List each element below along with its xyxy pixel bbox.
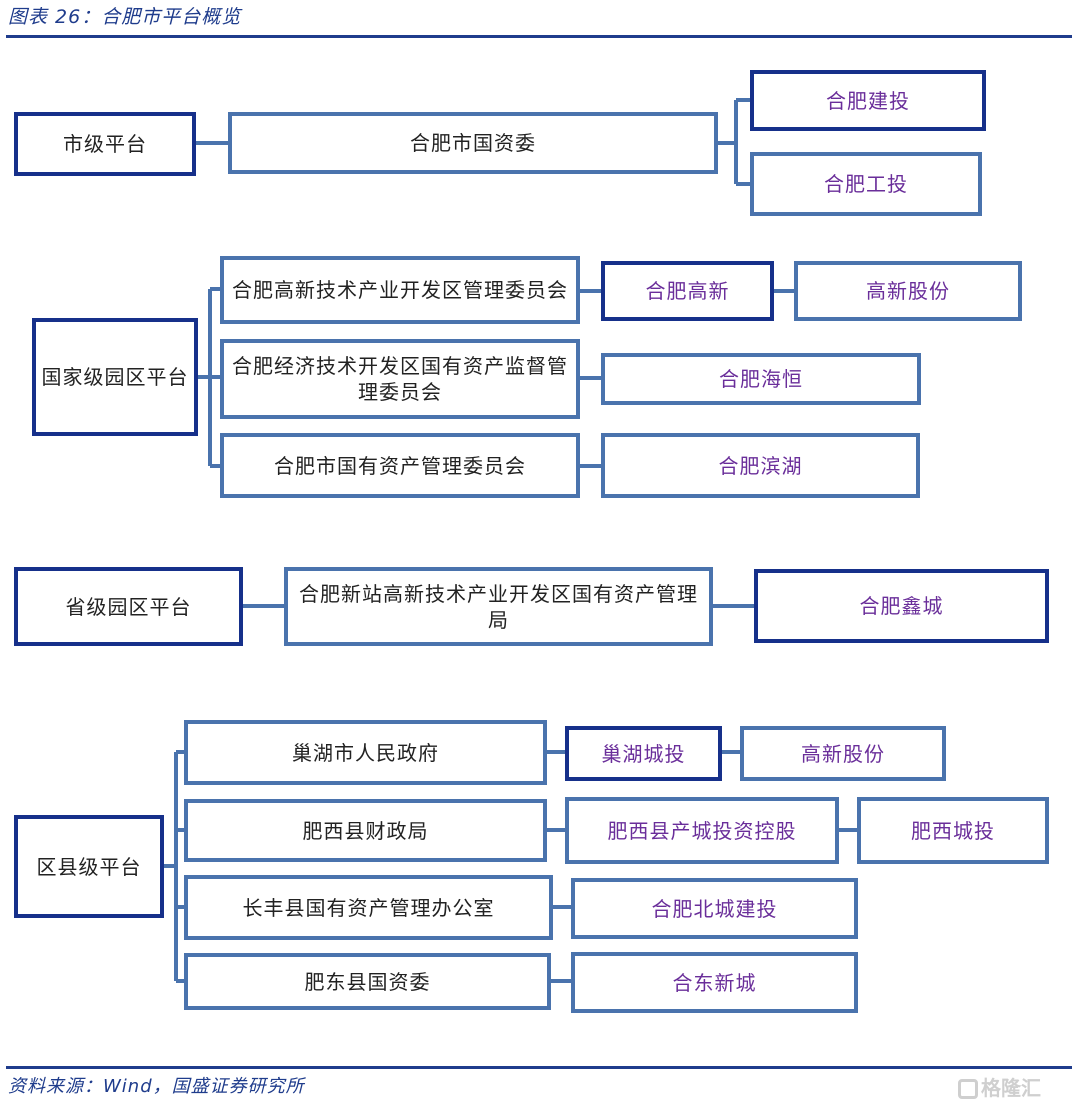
- platform-gaoxin-gufen: 高新股份: [794, 261, 1022, 321]
- platform-gaoxin-gufen-county: 高新股份: [740, 726, 946, 781]
- source-footer: 资料来源：Wind，国盛证券研究所: [8, 1076, 305, 1097]
- agency-hefei-sasac: 合肥市国资委: [228, 112, 718, 174]
- agency-feidong-sasac: 肥东县国资委: [184, 953, 551, 1010]
- top-rule: [6, 35, 1072, 38]
- platform-hefei-gongtou: 合肥工投: [750, 152, 982, 216]
- agency-chaohu-government: 巢湖市人民政府: [184, 720, 547, 785]
- level-label-national: 国家级园区平台: [32, 318, 198, 436]
- platform-feixi-chengtou: 肥西城投: [857, 797, 1049, 864]
- platform-hefei-haiheng: 合肥海恒: [601, 353, 921, 405]
- platform-hefei-beicheng-jiantou: 合肥北城建投: [571, 878, 858, 939]
- platform-hefei-jiantou: 合肥建投: [750, 70, 986, 131]
- agency-feixi-finance-bureau: 肥西县财政局: [184, 799, 547, 862]
- platform-feixi-chanyuan-holding: 肥西县产城投资控股: [565, 797, 839, 864]
- platform-chaohu-chengtou: 巢湖城投: [565, 726, 722, 781]
- agency-hefei-hightech-committee: 合肥高新技术产业开发区管理委员会: [220, 256, 580, 324]
- watermark-text: 格隆汇: [981, 1076, 1041, 1100]
- agency-hefei-state-assets-committee: 合肥市国有资产管理委员会: [220, 433, 580, 498]
- platform-hedong-xincheng: 合东新城: [571, 952, 858, 1013]
- platform-hefei-xincheng: 合肥鑫城: [754, 569, 1049, 643]
- figure-title: 图表 26：合肥市平台概览: [8, 6, 242, 28]
- agency-hefei-econ-dev-sasac: 合肥经济技术开发区国有资产监督管理委员会: [220, 339, 580, 419]
- platform-hefei-gaoxin: 合肥高新: [601, 261, 774, 321]
- agency-xinzhan-assets-bureau: 合肥新站高新技术产业开发区国有资产管理局: [284, 567, 713, 646]
- level-label-provincial: 省级园区平台: [14, 567, 243, 646]
- level-label-county: 区县级平台: [14, 815, 164, 918]
- level-label-city: 市级平台: [14, 112, 196, 176]
- agency-changfeng-assets-office: 长丰县国有资产管理办公室: [184, 875, 553, 940]
- watermark-logo: 格隆汇: [958, 1072, 1041, 1101]
- bottom-rule: [6, 1066, 1072, 1069]
- watermark-icon: [958, 1079, 978, 1099]
- platform-hefei-binhu: 合肥滨湖: [601, 433, 920, 498]
